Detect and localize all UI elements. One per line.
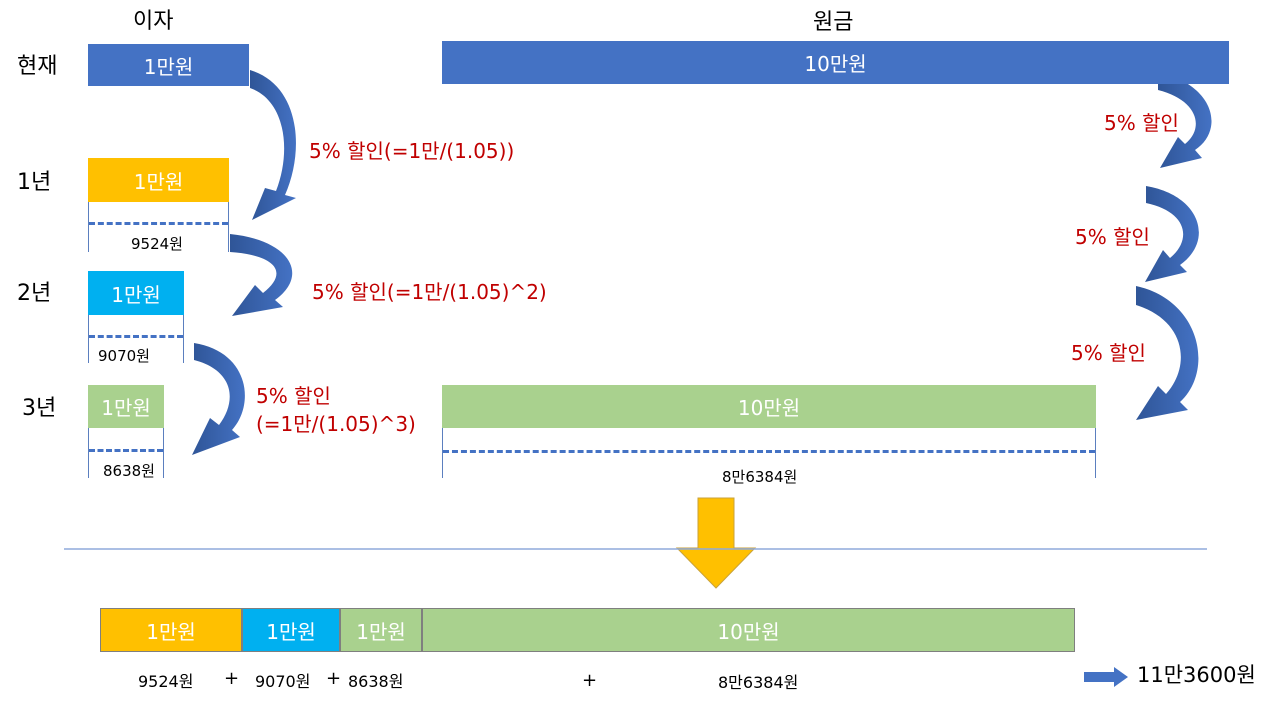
row-label-year3: 3년 bbox=[22, 396, 57, 421]
year3-principal-pv-outline bbox=[442, 428, 1096, 478]
discount-label-year3-line1: 5% 할인 bbox=[256, 384, 331, 408]
curved-arrow-icon bbox=[1145, 186, 1199, 282]
year3-principal-box: 10만원 bbox=[442, 385, 1096, 428]
year2-pv-outline bbox=[88, 315, 184, 363]
year2-present-value: 9070원 bbox=[98, 347, 150, 365]
down-arrow-icon bbox=[675, 497, 757, 589]
row-label-year2: 2년 bbox=[17, 281, 52, 306]
summary-box-year3: 1만원 bbox=[340, 608, 422, 652]
summary-plus-1: + bbox=[224, 668, 240, 689]
year1-pv-outline bbox=[88, 202, 229, 252]
summary-plus-3: + bbox=[582, 670, 598, 691]
row-label-year1: 1년 bbox=[17, 170, 52, 195]
year2-dashed-line bbox=[89, 335, 183, 338]
year3-interest-box: 1만원 bbox=[88, 385, 164, 428]
summary-box-year1: 1만원 bbox=[100, 608, 242, 652]
principal-present-value: 8만6384원 bbox=[722, 468, 798, 486]
now-principal-box: 10만원 bbox=[442, 41, 1229, 84]
curved-arrow-icon bbox=[192, 343, 245, 455]
curved-arrow-icon bbox=[1158, 72, 1212, 168]
year1-dashed-line bbox=[89, 222, 228, 225]
year3-dashed-line bbox=[89, 449, 163, 452]
header-interest: 이자 bbox=[133, 9, 174, 34]
summary-value-year3: 8638원 bbox=[348, 672, 404, 691]
summary-value-principal: 8만6384원 bbox=[718, 673, 799, 692]
summary-plus-2: + bbox=[326, 668, 342, 689]
year3-present-value: 8638원 bbox=[103, 462, 155, 480]
discount-label-principal-3: 5% 할인 bbox=[1071, 341, 1146, 365]
summary-value-year1: 9524원 bbox=[138, 672, 194, 691]
year1-present-value: 9524원 bbox=[131, 235, 183, 253]
curved-arrow-icon bbox=[250, 70, 296, 220]
summary-box-year2: 1만원 bbox=[242, 608, 340, 652]
year2-interest-box: 1만원 bbox=[88, 271, 184, 315]
year3-pv-outline bbox=[88, 428, 164, 478]
discount-label-year3-line2: (=1만/(1.05)^3) bbox=[256, 412, 416, 436]
discount-label-principal-1: 5% 할인 bbox=[1104, 111, 1179, 135]
summary-box-principal: 10만원 bbox=[422, 608, 1075, 652]
row-label-now: 현재 bbox=[17, 54, 58, 79]
discount-label-principal-2: 5% 할인 bbox=[1075, 225, 1150, 249]
discount-label-year1: 5% 할인(=1만/(1.05)) bbox=[309, 139, 515, 163]
year3-principal-dashed-line bbox=[443, 450, 1095, 453]
year1-interest-box: 1만원 bbox=[88, 158, 229, 202]
summary-value-year2: 9070원 bbox=[255, 672, 311, 691]
curved-arrow-icon bbox=[230, 234, 293, 316]
discount-label-year2: 5% 할인(=1만/(1.05)^2) bbox=[312, 280, 547, 304]
header-principal: 원금 bbox=[813, 10, 854, 35]
now-interest-box: 1만원 bbox=[88, 44, 249, 86]
right-arrow-icon bbox=[1084, 667, 1128, 687]
summary-total: 11만3600원 bbox=[1137, 663, 1256, 687]
curved-arrow-icon bbox=[1136, 286, 1199, 420]
